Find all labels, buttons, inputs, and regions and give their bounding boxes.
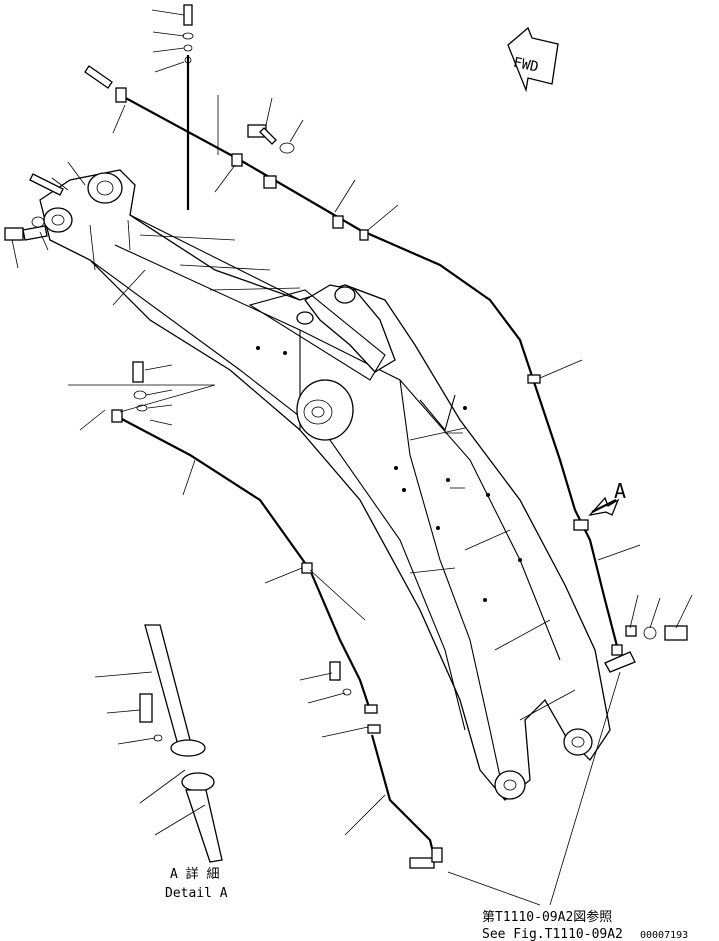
- detail-a-caption-jp: A 詳 細: [170, 866, 219, 882]
- detail-a-caption-en: Detail A: [165, 886, 228, 901]
- reference-caption-jp: 第T1110-09A2図参照: [482, 909, 612, 925]
- leader-lines: [11, 9, 693, 906]
- reference-caption-en: See Fig.T1110-09A2: [482, 927, 623, 941]
- drawing-number: 00007193: [640, 930, 688, 941]
- vertical-pipe: [182, 4, 194, 210]
- detail-a-illustration: [139, 624, 223, 863]
- view-letter-a: A: [614, 479, 626, 503]
- fwd-arrow-icon: FWD: [507, 26, 559, 93]
- boom-body: [39, 169, 611, 801]
- hardware-parts: [4, 65, 688, 696]
- upper-grease-pipe: [115, 87, 620, 651]
- fwd-label: FWD: [512, 55, 540, 76]
- view-a-arrow-icon: [588, 496, 620, 516]
